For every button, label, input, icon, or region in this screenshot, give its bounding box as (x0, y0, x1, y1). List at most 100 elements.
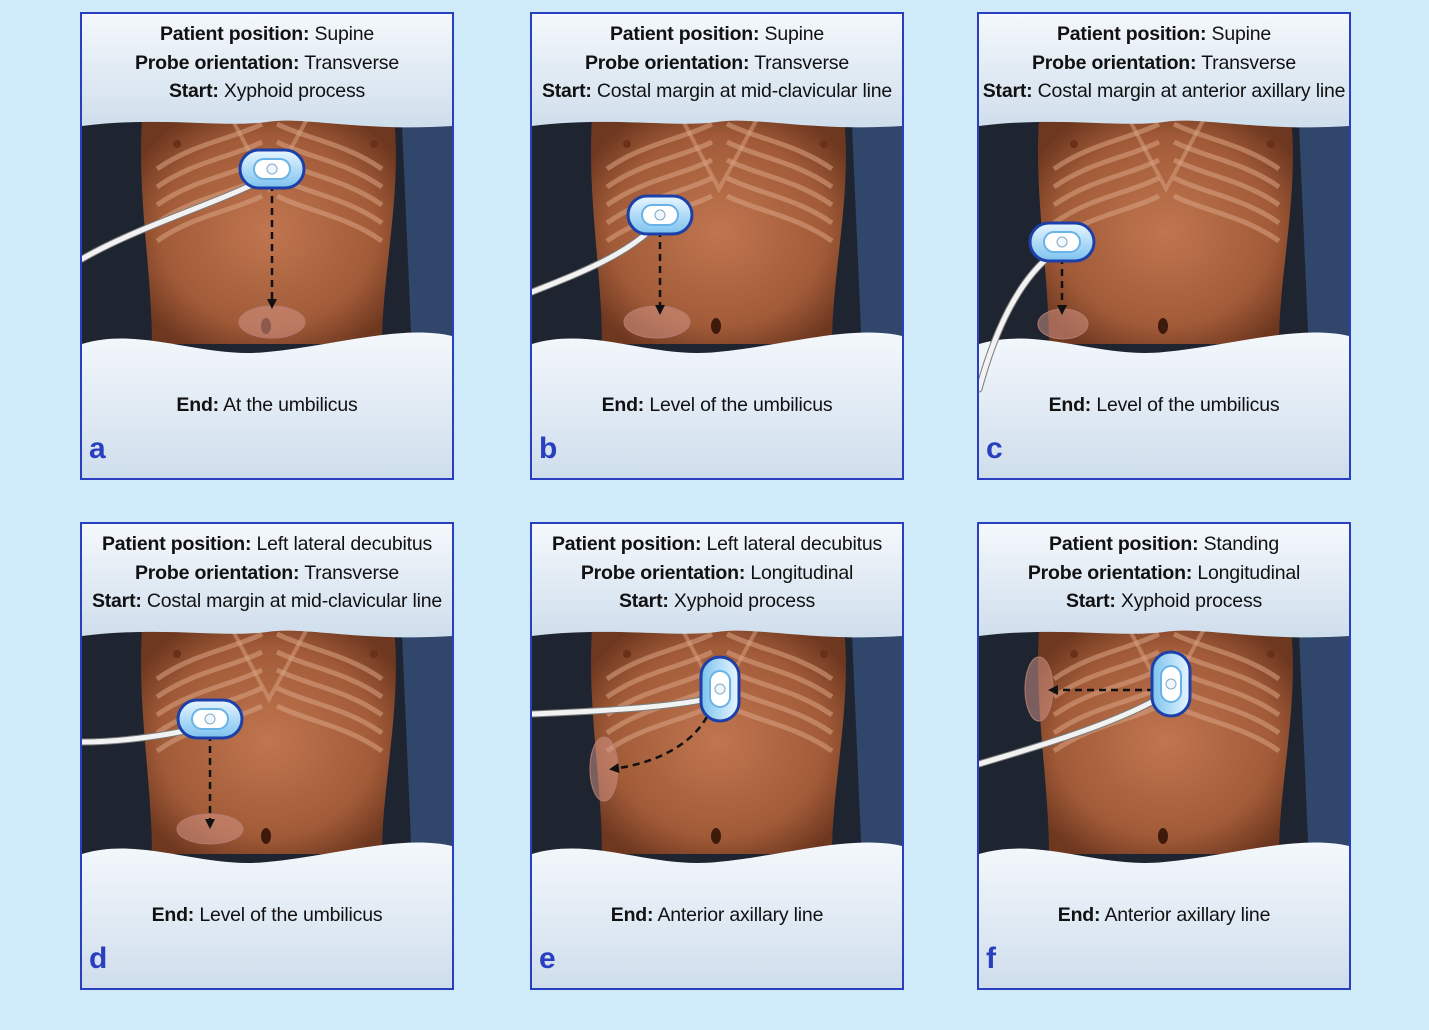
position-value: Supine (765, 23, 825, 45)
end-row: End: Level of the umbilicus (532, 394, 902, 417)
position-row: Patient position: Left lateral decubitus (82, 530, 452, 559)
protocol-info: Patient position: Left lateral decubitus… (82, 530, 452, 616)
start-label: Start: (619, 590, 669, 612)
end-row: End: Anterior axillary line (532, 904, 902, 927)
orientation-row: Probe orientation: Longitudinal (532, 559, 902, 588)
panel-e: Patient position: Left lateral decubitus… (530, 522, 904, 990)
orientation-value: Transverse (754, 52, 849, 74)
panel-letter: e (539, 942, 556, 976)
panel-letter: f (986, 942, 996, 976)
target-zone (1025, 657, 1053, 721)
panel-letter: b (539, 432, 557, 466)
right-nipple (1267, 650, 1275, 658)
end-value: Anterior axillary line (657, 904, 823, 926)
right-nipple (370, 650, 378, 658)
start-value: Costal margin at mid-clavicular line (597, 80, 892, 102)
position-value: Supine (315, 23, 375, 45)
end-row: End: At the umbilicus (82, 394, 452, 417)
left-nipple (173, 140, 181, 148)
left-nipple (623, 140, 631, 148)
start-row: Start: Costal margin at mid-clavicular l… (82, 587, 452, 616)
position-label: Patient position: (552, 533, 701, 555)
orientation-row: Probe orientation: Transverse (82, 559, 452, 588)
right-nipple (370, 140, 378, 148)
orientation-value: Transverse (304, 52, 399, 74)
ultrasound-probe (701, 657, 739, 721)
protocol-info: Patient position: Left lateral decubitus… (532, 530, 902, 616)
start-row: Start: Xyphoid process (82, 77, 452, 106)
orientation-value: Transverse (1201, 52, 1296, 74)
umbilicus (1158, 828, 1168, 844)
panel-letter: d (89, 942, 107, 976)
end-label: End: (611, 904, 654, 926)
position-row: Patient position: Supine (532, 20, 902, 49)
target-zone (624, 306, 690, 338)
position-value: Standing (1204, 533, 1279, 555)
end-label: End: (602, 394, 645, 416)
position-label: Patient position: (1057, 23, 1206, 45)
position-label: Patient position: (610, 23, 759, 45)
start-label: Start: (542, 80, 592, 102)
position-label: Patient position: (1049, 533, 1198, 555)
protocol-info: Patient position: SupineProbe orientatio… (532, 20, 902, 106)
ultrasound-probe (628, 196, 692, 234)
position-value: Left lateral decubitus (257, 533, 433, 555)
start-value: Costal margin at anterior axillary line (1038, 80, 1346, 102)
panel-d: Patient position: Left lateral decubitus… (80, 522, 454, 990)
left-nipple (623, 650, 631, 658)
end-row: End: Level of the umbilicus (82, 904, 452, 927)
umbilicus (711, 318, 721, 334)
end-label: End: (1058, 904, 1101, 926)
umbilicus (711, 828, 721, 844)
start-row: Start: Costal margin at mid-clavicular l… (532, 77, 902, 106)
left-nipple (1070, 140, 1078, 148)
position-value: Supine (1212, 23, 1272, 45)
left-nipple (173, 650, 181, 658)
umbilicus (261, 828, 271, 844)
start-value: Costal margin at mid-clavicular line (147, 590, 442, 612)
position-label: Patient position: (160, 23, 309, 45)
start-row: Start: Xyphoid process (979, 587, 1349, 616)
start-label: Start: (1066, 590, 1116, 612)
position-row: Patient position: Supine (979, 20, 1349, 49)
orientation-row: Probe orientation: Transverse (979, 49, 1349, 78)
orientation-label: Probe orientation: (135, 562, 299, 584)
end-value: At the umbilicus (223, 394, 357, 416)
right-nipple (1267, 140, 1275, 148)
orientation-value: Longitudinal (750, 562, 853, 584)
orientation-row: Probe orientation: Transverse (532, 49, 902, 78)
orientation-row: Probe orientation: Longitudinal (979, 559, 1349, 588)
orientation-label: Probe orientation: (581, 562, 745, 584)
protocol-info: Patient position: StandingProbe orientat… (979, 530, 1349, 616)
position-row: Patient position: Left lateral decubitus (532, 530, 902, 559)
start-row: Start: Costal margin at anterior axillar… (979, 77, 1349, 106)
position-row: Patient position: Standing (979, 530, 1349, 559)
end-label: End: (176, 394, 219, 416)
end-value: Level of the umbilicus (649, 394, 832, 416)
orientation-label: Probe orientation: (135, 52, 299, 74)
start-value: Xyphoid process (674, 590, 815, 612)
position-row: Patient position: Supine (82, 20, 452, 49)
panel-letter: a (89, 432, 106, 466)
ultrasound-probe (240, 150, 304, 188)
position-label: Patient position: (102, 533, 251, 555)
end-row: End: Anterior axillary line (979, 904, 1349, 927)
start-value: Xyphoid process (224, 80, 365, 102)
target-zone (239, 306, 305, 338)
orientation-row: Probe orientation: Transverse (82, 49, 452, 78)
start-label: Start: (983, 80, 1033, 102)
left-nipple (1070, 650, 1078, 658)
start-label: Start: (169, 80, 219, 102)
orientation-label: Probe orientation: (1028, 562, 1192, 584)
umbilicus (1158, 318, 1168, 334)
ultrasound-probe (178, 700, 242, 738)
orientation-value: Transverse (304, 562, 399, 584)
end-label: End: (152, 904, 195, 926)
right-nipple (820, 650, 828, 658)
end-value: Anterior axillary line (1104, 904, 1270, 926)
